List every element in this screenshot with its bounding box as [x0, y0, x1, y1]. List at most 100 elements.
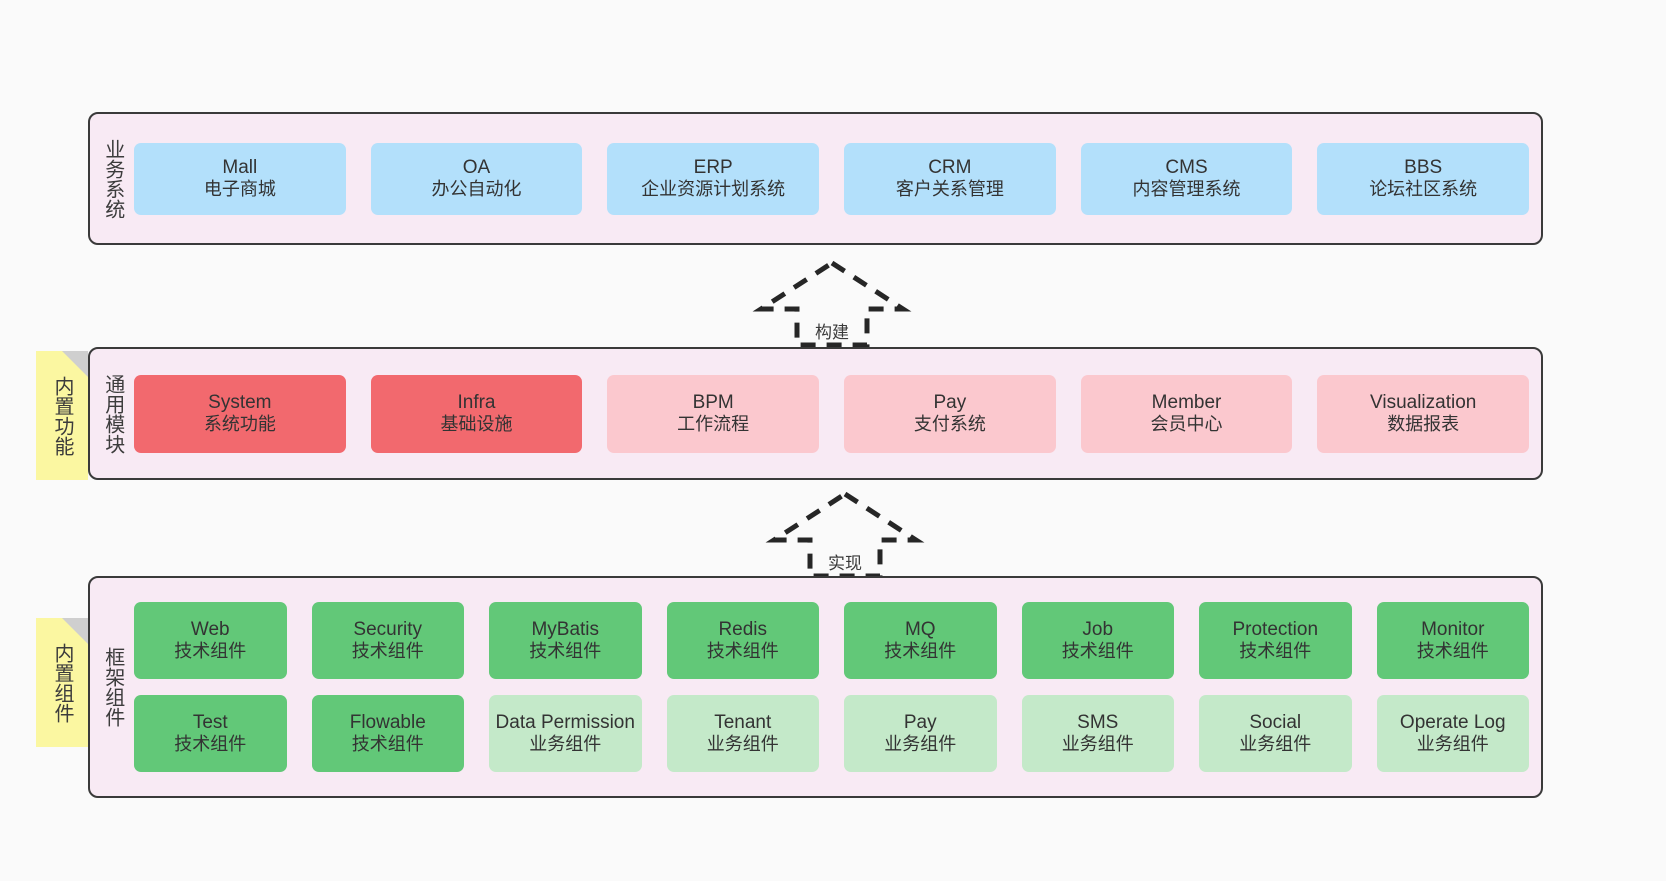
layer-title-framework-component: 框架组件 [101, 647, 124, 727]
card-subtitle: 技术组件 [1416, 641, 1489, 662]
card-subtitle: 系统功能 [203, 414, 276, 435]
card-title: Member [1151, 391, 1222, 413]
card-subtitle: 内容管理系统 [1132, 179, 1241, 200]
card-subtitle: 论坛社区系统 [1369, 179, 1478, 200]
card-title: CRM [928, 156, 972, 178]
card-title: MQ [904, 618, 936, 640]
card-subtitle: 业务组件 [1416, 734, 1489, 755]
card-subtitle: 电子商城 [203, 179, 276, 200]
card-title: Protection [1232, 618, 1319, 640]
card-subtitle: 办公自动化 [431, 179, 522, 200]
card-subtitle: 工作流程 [677, 414, 750, 435]
card-subtitle: 技术组件 [529, 641, 602, 662]
card-title: Test [192, 711, 228, 733]
card-title: Pay [903, 711, 937, 733]
sticky-note-built-in-component-label: 内置组件 [51, 642, 73, 723]
card-title: ERP [693, 156, 733, 178]
sticky-note-built-in-component: 内置组件 [36, 618, 88, 747]
card-title: Flowable [349, 711, 426, 733]
card-subtitle: 业务组件 [884, 734, 957, 755]
card-subtitle: 基础设施 [440, 414, 513, 435]
arrow-build: 构建 [752, 259, 912, 348]
layer-title-business-system: 业务系统 [101, 138, 124, 219]
card-title: Monitor [1421, 618, 1485, 640]
card-title: Pay [933, 391, 967, 413]
card-subtitle: 技术组件 [174, 734, 247, 755]
page-fold-icon [62, 351, 88, 377]
card-subtitle: 业务组件 [1239, 734, 1312, 755]
card-subtitle: 业务组件 [529, 734, 602, 755]
card-subtitle: 技术组件 [351, 641, 424, 662]
card-subtitle: 技术组件 [1239, 641, 1312, 662]
card-title: Visualization [1370, 391, 1477, 413]
arrow-build-outline [752, 260, 912, 348]
arrow-implement-label: 实现 [828, 554, 862, 573]
card-title: Infra [457, 391, 496, 413]
card-subtitle: 企业资源计划系统 [641, 179, 786, 200]
card-subtitle: 技术组件 [884, 641, 957, 662]
card-subtitle: 数据报表 [1387, 414, 1460, 435]
card-subtitle: 会员中心 [1150, 414, 1223, 435]
card-subtitle: 技术组件 [351, 734, 424, 755]
card-title: BPM [692, 391, 734, 413]
card-subtitle: 业务组件 [706, 734, 779, 755]
arrow-build-label: 构建 [815, 323, 849, 342]
card-title: CMS [1165, 156, 1208, 178]
card-title: Job [1082, 618, 1114, 640]
layer-title-common-module: 通用模块 [101, 373, 124, 454]
card-subtitle: 客户关系管理 [895, 179, 1004, 200]
arrow-implement: 实现 [765, 490, 925, 579]
card-title: MyBatis [531, 618, 600, 640]
card-title: Social [1249, 711, 1302, 733]
card-title: Web [190, 618, 230, 640]
card-title: Data Permission [495, 711, 635, 733]
card-subtitle: 技术组件 [174, 641, 247, 662]
card-subtitle: 技术组件 [706, 641, 779, 662]
card-title: Redis [718, 618, 768, 640]
page-fold-icon [62, 618, 88, 644]
sticky-note-built-in-function-label: 内置功能 [51, 375, 73, 456]
card-subtitle: 技术组件 [1061, 641, 1134, 662]
sticky-note-built-in-function: 内置功能 [36, 351, 88, 480]
card-title: BBS [1404, 156, 1443, 178]
card-title: Operate Log [1399, 711, 1506, 733]
card-title: SMS [1077, 711, 1119, 733]
